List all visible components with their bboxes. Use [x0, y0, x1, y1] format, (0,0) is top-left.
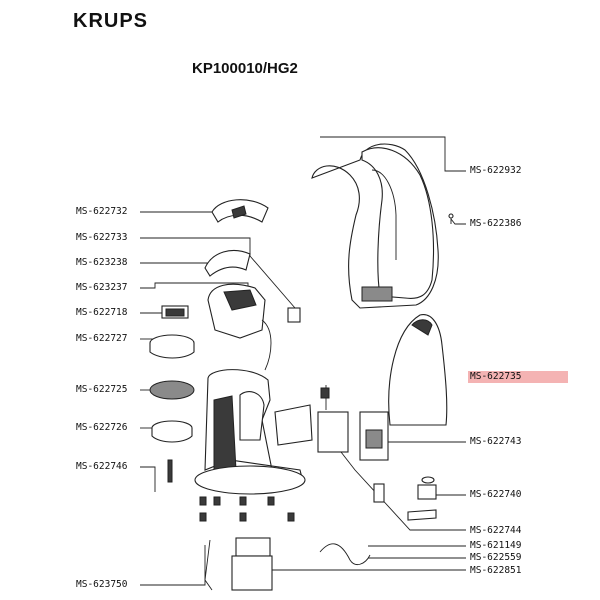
brand-logo: KRUPS — [73, 10, 149, 32]
top-lid-parts — [161, 199, 269, 319]
part-label-622386[interactable]: MS-622386 — [470, 218, 522, 229]
bottom-parts — [204, 537, 371, 591]
part-label-623237[interactable]: MS-623237 — [76, 282, 128, 293]
electronics-parts — [274, 385, 389, 461]
part-label-622732[interactable]: MS-622732 — [76, 206, 128, 217]
part-label-622746[interactable]: MS-622746 — [76, 461, 128, 472]
part-label-622735-highlighted[interactable]: MS-622735 — [468, 371, 568, 383]
back-housing-part — [311, 143, 454, 309]
part-label-622932[interactable]: MS-622932 — [470, 165, 522, 176]
part-label-622725[interactable]: MS-622725 — [76, 384, 128, 395]
model-number: KP100010/HG2 — [192, 60, 298, 77]
part-label-622743[interactable]: MS-622743 — [470, 436, 522, 447]
main-body-part — [167, 369, 306, 522]
part-label-623750[interactable]: MS-623750 — [76, 579, 128, 590]
part-label-622733[interactable]: MS-622733 — [76, 232, 128, 243]
part-label-622726[interactable]: MS-622726 — [76, 422, 128, 433]
part-label-621149[interactable]: MS-621149 — [470, 540, 522, 551]
part-label-622727[interactable]: MS-622727 — [76, 333, 128, 344]
side-cover-part — [388, 314, 448, 426]
part-label-622740[interactable]: MS-622740 — [470, 489, 522, 500]
part-label-622744[interactable]: MS-622744 — [470, 525, 522, 536]
part-label-622718[interactable]: MS-622718 — [76, 307, 128, 318]
part-label-623238[interactable]: MS-623238 — [76, 257, 128, 268]
drip-tray-parts — [149, 380, 195, 443]
feet-parts — [199, 496, 295, 522]
part-label-622851[interactable]: MS-622851 — [470, 565, 522, 576]
valve-parts — [373, 476, 437, 521]
part-label-622559[interactable]: MS-622559 — [470, 552, 522, 563]
brewing-unit-part — [149, 283, 301, 371]
